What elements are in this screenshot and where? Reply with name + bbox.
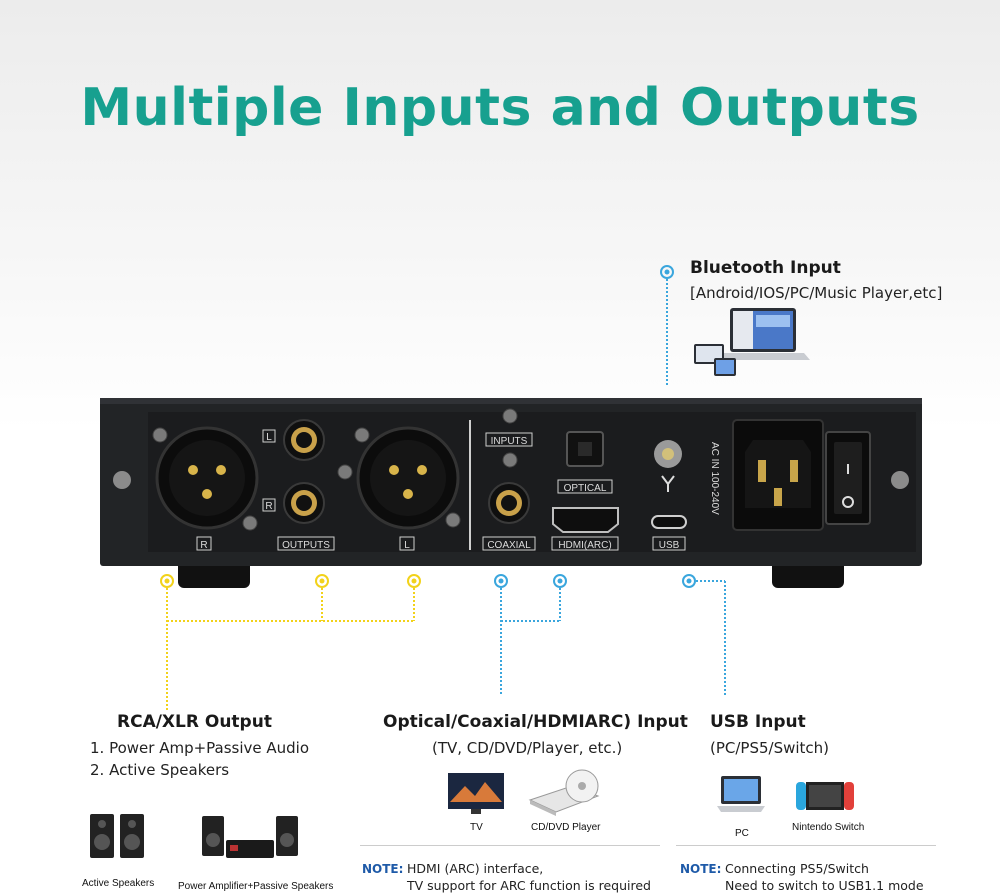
hdmi-connector — [552, 507, 619, 533]
pc-label: PC — [735, 828, 749, 839]
usb-note-line-2: Need to switch to USB1.1 mode — [725, 878, 924, 893]
usb-note-divider — [676, 845, 936, 846]
bluetooth-heading: Bluetooth Input — [690, 258, 841, 278]
optical-note-line-2: TV support for ARC function is required — [407, 878, 651, 893]
label-ac-in: AC IN 100-240V — [709, 442, 720, 515]
connector-lines — [160, 265, 726, 710]
amp-passive-speakers-label: Power Amplifier+Passive Speakers — [178, 881, 334, 892]
xlr-right-connector — [155, 426, 259, 530]
rca-xlr-item-1: 1. Power Amp+Passive Audio — [90, 739, 310, 757]
page-title: Multiple Inputs and Outputs — [80, 78, 920, 138]
amp-passive-speakers-icon — [202, 816, 298, 858]
active-speakers-icon — [90, 814, 144, 858]
optical-group-heading: Optical/Coaxial/HDMIARC) Input — [383, 712, 688, 732]
optical-note-line-1: HDMI (ARC) interface, — [407, 861, 544, 876]
laptop-device-icon — [694, 308, 810, 376]
antenna-connector — [654, 440, 682, 492]
coaxial-connector — [488, 482, 530, 524]
optical-note-key: NOTE: — [362, 862, 404, 876]
label-usb: USB — [659, 540, 680, 551]
bluetooth-detail: [Android/IOS/PC/Music Player,etc] — [690, 284, 943, 302]
screw-icon — [113, 471, 909, 489]
label-inputs: INPUTS — [491, 436, 528, 447]
tv-label: TV — [470, 822, 483, 833]
pc-icon — [717, 776, 765, 812]
rca-xlr-heading: RCA/XLR Output — [117, 712, 272, 732]
nintendo-switch-icon — [796, 782, 854, 810]
label-xlr-right: R — [200, 540, 207, 551]
optical-note-divider — [360, 845, 660, 846]
label-rca-left: L — [266, 432, 272, 443]
optical-group-sub: (TV, CD/DVD/Player, etc.) — [432, 739, 623, 757]
label-outputs: OUTPUTS — [282, 540, 330, 551]
usb-c-connector — [651, 515, 687, 529]
device-rear-panel: L R OUTPUTS R L INPUTS OPTICAL COAXIAL H… — [100, 398, 922, 588]
xlr-left-connector — [356, 426, 460, 530]
label-xlr-left: L — [404, 540, 410, 551]
rca-xlr-item-2: 2. Active Speakers — [90, 761, 230, 779]
label-optical: OPTICAL — [564, 483, 607, 494]
label-coaxial: COAXIAL — [487, 540, 531, 551]
usb-note-line-1: Connecting PS5/Switch — [725, 861, 869, 876]
usb-note-key: NOTE: — [680, 862, 722, 876]
usb-group-heading: USB Input — [710, 712, 806, 732]
cd-dvd-player-icon — [528, 769, 600, 816]
tv-icon — [448, 773, 504, 814]
rca-output-connectors — [283, 419, 325, 524]
active-speakers-label: Active Speakers — [82, 878, 155, 889]
nintendo-switch-label: Nintendo Switch — [792, 822, 865, 833]
label-rca-right: R — [265, 501, 272, 512]
label-hdmi: HDMI(ARC) — [558, 540, 611, 551]
usb-group-sub: (PC/PS5/Switch) — [710, 739, 830, 757]
cd-dvd-label: CD/DVD Player — [531, 822, 601, 833]
